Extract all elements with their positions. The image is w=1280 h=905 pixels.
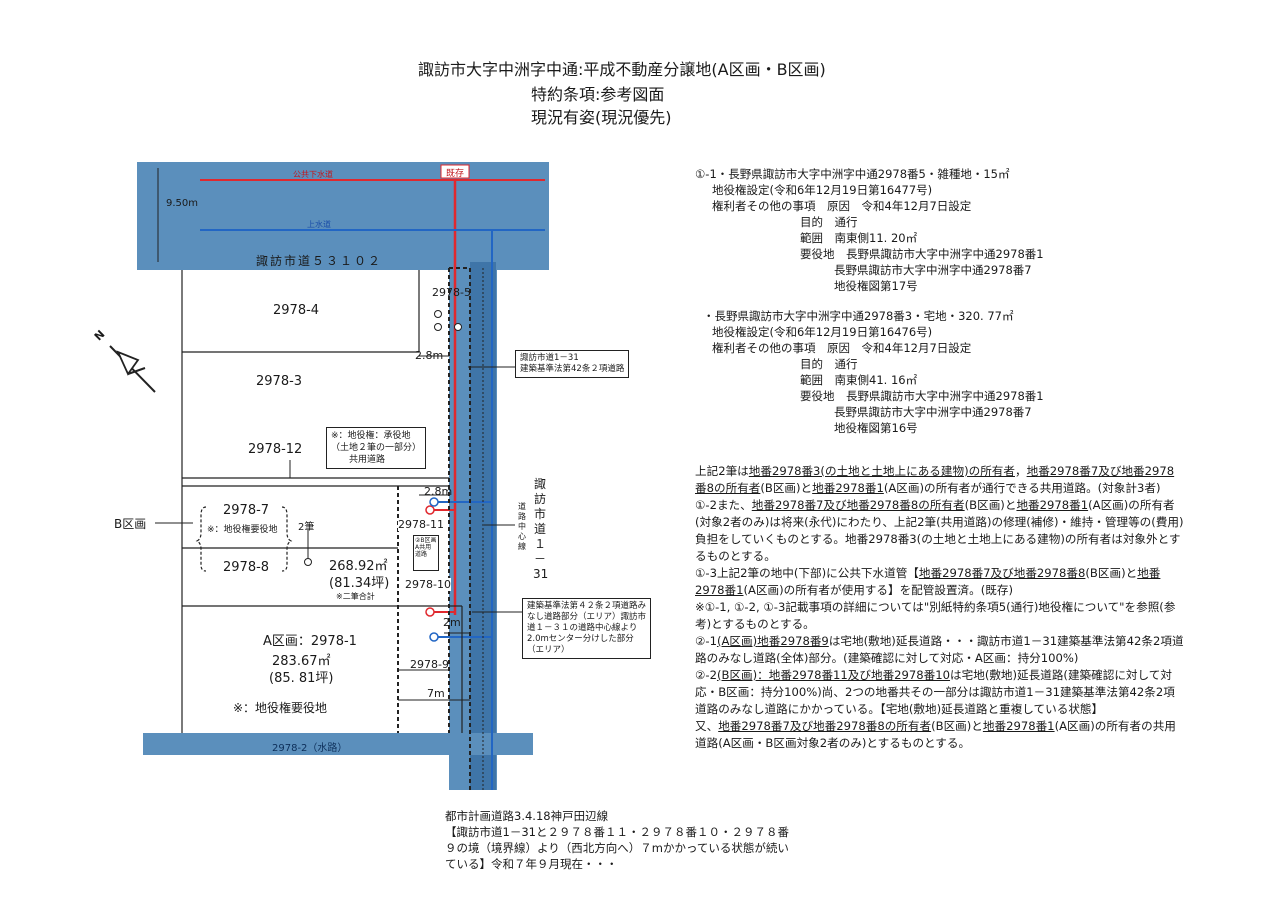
a-easement-note: ※：地役権要役地 xyxy=(233,701,328,715)
lot-2978-3: 2978-3 xyxy=(256,374,303,389)
lot-2978-8: 2978-8 xyxy=(223,560,270,575)
centerline-label: 道路中心線 xyxy=(518,502,526,551)
lot-2978-11: 2978-11 xyxy=(398,518,444,531)
top-road-name: 諏訪市道５３１０２ xyxy=(256,254,383,268)
b-lots-left-brace xyxy=(195,506,207,572)
lot-2978-5: 2978-5 xyxy=(432,286,471,299)
waterway-strip xyxy=(143,733,533,755)
note-joint-road: 又、地番2978番7及び地番2978番8の所有者(B区画)と地番2978番1(A… xyxy=(695,719,1176,750)
lot-2978-12: 2978-12 xyxy=(248,442,303,457)
reg2-line7: 長野県諏訪市大字中洲字中通2978番7 xyxy=(834,405,1032,419)
note-reference: ※①-1, ①-2, ①-3記載事項の詳細については"別紙特約条項5(通行)地役… xyxy=(695,600,1176,631)
city-planning-road-note: 都市計画道路3.4.18神戸田辺線 【諏訪市道1－31と２９７８番１１・２９７８… xyxy=(445,809,789,871)
road-designation-box: 諏訪市道1－31 建築基準法第42条２項道路 xyxy=(515,350,630,378)
b-section-label: B区画 xyxy=(114,517,147,531)
page-subtitle-condition: 現況有姿(現況優先) xyxy=(531,108,672,127)
existing-label: 既存 xyxy=(446,169,465,179)
right-road-name: 諏訪市道１－31 xyxy=(533,477,549,581)
reg1-line3: 権利者その他の事項 原因 令和4年12月7日設定 xyxy=(712,199,972,213)
dim-2-8m-upper: 2.8m xyxy=(415,349,444,362)
b-lots-right-brace xyxy=(281,506,293,572)
easement-dashed-lines xyxy=(397,267,471,790)
reg2-line6: 要役地 長野県諏訪市大字中洲字中通2978番1 xyxy=(800,389,1044,403)
reg2-line2: 地役権設定(令和6年12月19日第16476号) xyxy=(712,325,933,339)
reg2-line1: ・長野県諏訪市大字中洲字中通2978番3・宅地・320. 77㎡ xyxy=(703,309,1014,323)
reg1-line5: 範囲 南東側11. 20㎡ xyxy=(800,231,918,245)
deemed-road-box: 建築基準法第４２条２項道路み なし道路部分（エリア）諏訪市 道１－３１の道路中心… xyxy=(522,598,652,659)
waterway-label: 2978-2（水路） xyxy=(272,743,348,754)
reg1-line1: ①-1・長野県諏訪市大字中洲字中通2978番5・雑種地・15㎡ xyxy=(695,167,1010,181)
reg1-line7: 長野県諏訪市大字中洲字中通2978番7 xyxy=(834,263,1032,277)
easement-box: ※：地役権：承役地 （土地２筆の一部分） 共用道路 xyxy=(326,427,427,469)
existing-label-box xyxy=(440,164,470,179)
a-area-sqm: 283.67㎡ xyxy=(272,654,331,669)
road-width-label: 9.50m xyxy=(166,198,199,209)
reg2-line8: 地役権図第16号 xyxy=(834,421,918,435)
two-lots-label: 2筆 xyxy=(298,522,315,533)
sewer-inlet-b xyxy=(425,505,435,515)
sewer-label: 公共下水道 xyxy=(293,170,333,179)
note-maintenance: ①-2また、地番2978番7及び地番2978番8の所有者(B区画)と地番2978… xyxy=(695,498,1184,563)
reg2-line5: 範囲 南東側41. 16㎡ xyxy=(800,373,918,387)
note-a-section: ②-1(A区画)地番2978番9は宅地(敷地)延長道路・・・諏訪市道1－31建築… xyxy=(695,634,1184,665)
b-shared-road-small-box: ②B区画A共用道路 xyxy=(413,535,439,571)
reg2-line4: 目的 通行 xyxy=(800,357,858,371)
reg1-line4: 目的 通行 xyxy=(800,215,858,229)
page-subtitle-clause: 特約条項:参考図面 xyxy=(531,85,665,104)
b-area-tsubo: (81.34坪) xyxy=(329,576,390,591)
dim-7m: 7m xyxy=(427,687,445,700)
water-meter-a xyxy=(429,632,439,642)
lot-2978-9: 2978-9 xyxy=(410,658,449,671)
sewer-inlet-a xyxy=(425,607,435,617)
water-label: 上水道 xyxy=(307,220,331,229)
reg1-line2: 地役権設定(令和6年12月19日第16477号) xyxy=(712,183,933,197)
note-shared-road: 上記2筆は地番2978番3(の土地と土地上にある建物)の所有者，地番2978番7… xyxy=(695,464,1175,495)
b-easement-note: ※：地役権要役地 xyxy=(207,525,278,535)
reg2-line3: 権利者その他の事項 原因 令和4年12月7日設定 xyxy=(712,341,972,355)
note-b-section: ②-2(B区画)：地番2978番11及び地番2978番10は宅地(敷地)延長道路… xyxy=(695,668,1175,716)
b-area-sqm: 268.92㎡ xyxy=(329,559,388,574)
lot-2978-10: 2978-10 xyxy=(405,578,451,591)
note-sewer: ①-3上記2筆の地中(下部)に公共下水道管【地番2978番7及び地番2978番8… xyxy=(695,566,1161,597)
north-arrow-icon xyxy=(109,345,156,393)
a-area-tsubo: (85. 81坪) xyxy=(269,671,334,686)
lot-2978-7: 2978-7 xyxy=(223,503,270,518)
a-section-label: A区画：2978-1 xyxy=(263,634,357,649)
dim-2-8m-lower: 2.8m xyxy=(424,485,453,498)
reg1-line8: 地役権図第17号 xyxy=(834,279,918,293)
special-terms-notes: 上記2筆は地番2978番3(の土地と土地上にある建物)の所有者，地番2978番7… xyxy=(695,463,1185,752)
b-total-note: ※二筆合計 xyxy=(336,592,375,601)
dim-2m: 2m xyxy=(443,616,461,629)
water-meter-b xyxy=(429,497,439,507)
lot-boundaries xyxy=(181,270,463,733)
reg1-line6: 要役地 長野県諏訪市大字中洲字中通2978番1 xyxy=(800,247,1044,261)
page-title: 諏訪市大字中洲字中通:平成不動産分譲地(A区画・B区画) xyxy=(418,60,826,79)
lot-2978-4: 2978-4 xyxy=(273,303,320,318)
